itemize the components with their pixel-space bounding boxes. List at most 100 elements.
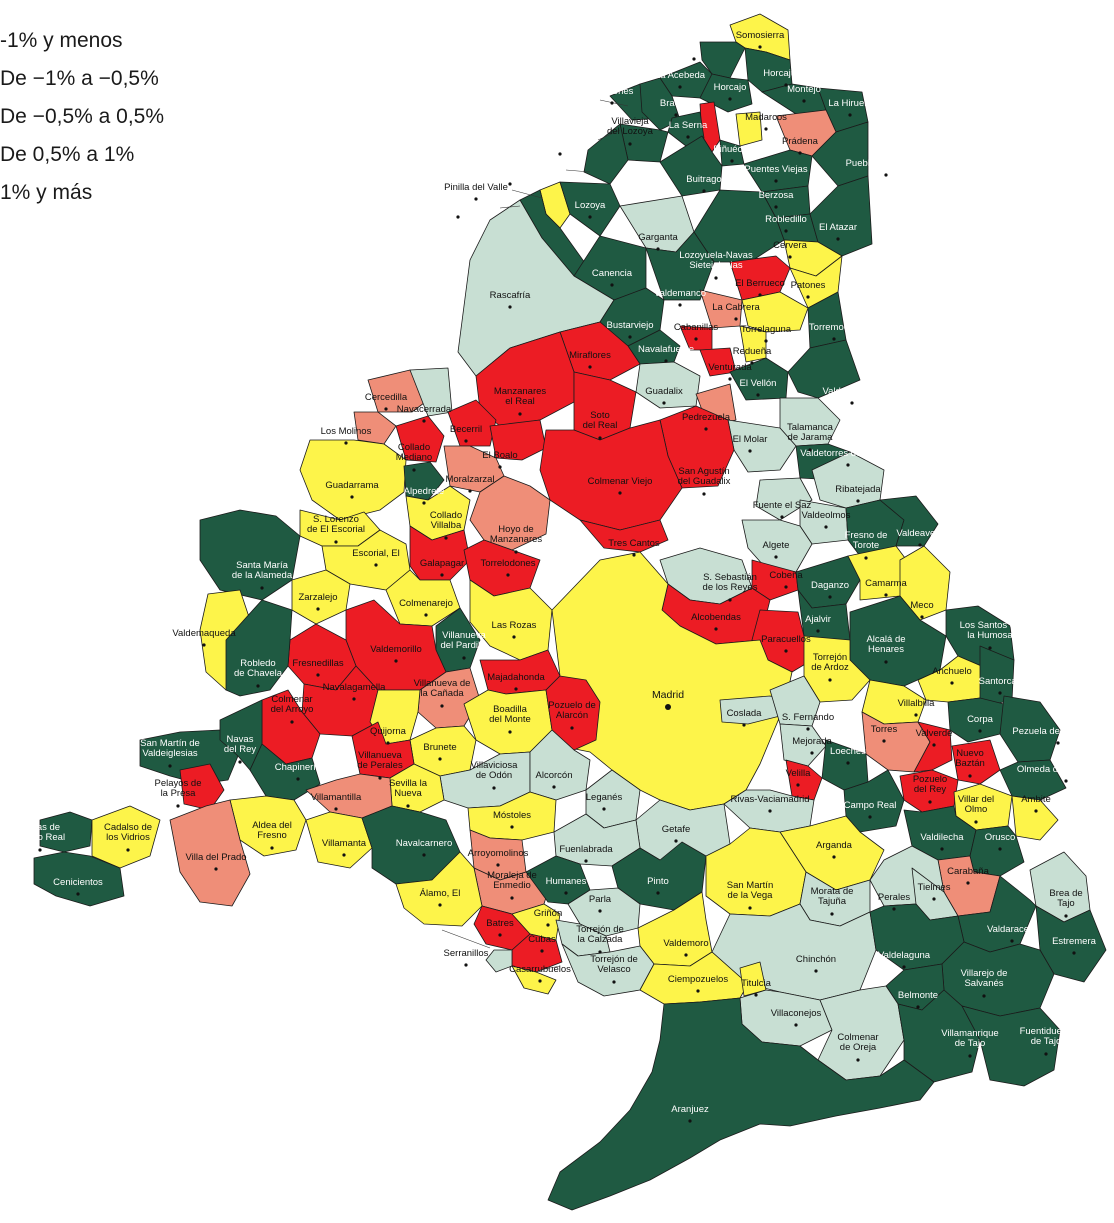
seat-dot-pedrezuela <box>704 427 708 431</box>
seat-dot-alamo-el <box>438 903 442 907</box>
municipality-label-las-rozas: Las Rozas <box>492 620 537 631</box>
municipality-label-parla: Parla <box>589 894 612 905</box>
municipality-label-bustarviejo: Bustarviejo <box>607 320 654 331</box>
seat-dot-cabanillas <box>694 337 698 341</box>
seat-dot-braojos <box>674 113 678 117</box>
seat-dot-arganda <box>832 855 836 859</box>
region-guadarrama <box>299 439 407 521</box>
seat-dot-daganzo <box>828 595 832 599</box>
municipality-label-escorial-el: Escorial, El <box>352 548 400 559</box>
region-robledo-de-chavela <box>225 599 293 697</box>
municipality-label-valdelaguna: Valdelaguna <box>878 950 931 961</box>
municipality-label-navalcarnero: Navalcarnero <box>396 838 453 849</box>
label-leader-line <box>565 169 591 173</box>
municipality-label-somosierra: Somosierra <box>736 30 785 41</box>
municipality-label-ajalvir: Ajalvir <box>805 614 831 625</box>
seat-dot-valdilecha <box>940 847 944 851</box>
municipality-label-camarma: Camarma <box>865 578 907 589</box>
seat-dot-villamanrique-de-tajo <box>968 1054 972 1058</box>
region-serranillos <box>485 949 513 973</box>
municipality-label-rivas-vaciamadrid: Rivas-Vaciamadrid <box>730 794 809 805</box>
municipality-label-orusco: Orusco <box>985 832 1016 843</box>
seat-dot-somosierra <box>758 45 762 49</box>
region-el-berrueco <box>729 255 791 301</box>
seat-dot-los-molinos <box>344 441 348 445</box>
municipality-label-campo-real: Campo Real <box>844 800 897 811</box>
seat-dot-camarma <box>884 593 888 597</box>
map-legend: -1% y menos De −1% a −0,5% De −0,5% a 0,… <box>0 22 164 212</box>
seat-dot-cenicientos <box>76 892 80 896</box>
seat-dot-cobena <box>784 585 788 589</box>
seat-dot-coslada <box>742 723 746 727</box>
seat-dot-alcorcon <box>552 785 556 789</box>
seat-dot-tres-cantos <box>632 553 636 557</box>
seat-dot-collado-villalba <box>444 536 448 540</box>
municipality-label-corpa: Corpa <box>967 714 994 725</box>
label-leader-line <box>441 929 491 949</box>
seat-dot-valdeolmos <box>824 525 828 529</box>
seat-dot-navacerrada <box>422 419 426 423</box>
seat-dot-belmonte <box>916 1005 920 1009</box>
municipality-label-majadahonda: Majadahonda <box>487 672 545 683</box>
seat-dot-paracuellos <box>784 649 788 653</box>
seat-dot-santorcaz <box>998 691 1002 695</box>
seat-dot-villalbilla <box>914 713 918 717</box>
seat-dot-villanueva-del-pardillo <box>462 656 466 660</box>
municipality-label-los-molinos: Los Molinos <box>321 426 372 437</box>
seat-dot-madrid <box>665 704 671 710</box>
seat-dot-estremera <box>1072 951 1076 955</box>
seat-dot-valdepielagos <box>850 401 854 405</box>
seat-dot-los-santos-de-la-humosa <box>988 646 992 650</box>
seat-dot-pezuela-de-las-torres <box>1056 741 1060 745</box>
municipality-label-torrelaguna: Torrelaguna <box>741 324 792 335</box>
municipality-label-puebla-de-la-sierra: Puebla de la Sierra <box>846 158 928 169</box>
municipality-label-ambite: Ambite <box>1021 794 1051 805</box>
seat-dot-zarzalejo <box>316 607 320 611</box>
municipality-label-ribatejada: Ribatejada <box>835 484 881 495</box>
seat-dot-fresnedillas <box>316 673 320 677</box>
region-hoyo-de-manzanares <box>469 475 551 551</box>
municipality-label-titulcia: Titulcia <box>741 978 771 989</box>
municipality-label-pedrezuela: Pedrezuela <box>682 412 731 423</box>
municipality-label-pradena: Prádena <box>782 136 819 147</box>
seat-dot-fuenlabrada <box>584 859 588 863</box>
label-leader-line <box>599 99 629 107</box>
municipality-label-loeches: Loeches <box>830 746 866 757</box>
legend-item-yellow: De −0,5% a 0,5% <box>0 98 164 136</box>
region-cenicientos <box>33 851 125 907</box>
seat-dot-santa-maria-de-la-alameda <box>260 586 264 590</box>
seat-dot-tielmes <box>932 897 936 901</box>
municipality-label-tielmes: Tielmes <box>918 882 951 893</box>
seat-dot-becerril <box>464 439 468 443</box>
municipality-label-torremocha: Torremocha <box>809 322 860 333</box>
seat-dot-loeches <box>846 761 850 765</box>
seat-dot-la-hiruela <box>848 113 852 117</box>
legend-label: 1% y más <box>0 181 93 204</box>
seat-dot-puebla-de-la-sierra <box>884 173 888 177</box>
region-aranjuez <box>547 997 935 1211</box>
municipality-label-cercedilla: Cercedilla <box>365 392 408 403</box>
seat-dot-humanes <box>564 891 568 895</box>
municipality-label-valdeavero: Valdeavero <box>896 528 943 539</box>
municipality-label-pinuecar: Piñuécar <box>713 144 751 155</box>
seat-dot-cadalso-de-los-vidrios <box>126 848 130 852</box>
municipality-label-villa-del-prado: Villa del Prado <box>185 852 246 863</box>
seat-dot-velilla <box>796 783 800 787</box>
municipality-label-brunete: Brunete <box>423 742 456 753</box>
seat-dot-mostoles <box>510 825 514 829</box>
seat-dot-valdemorillo <box>394 659 398 663</box>
